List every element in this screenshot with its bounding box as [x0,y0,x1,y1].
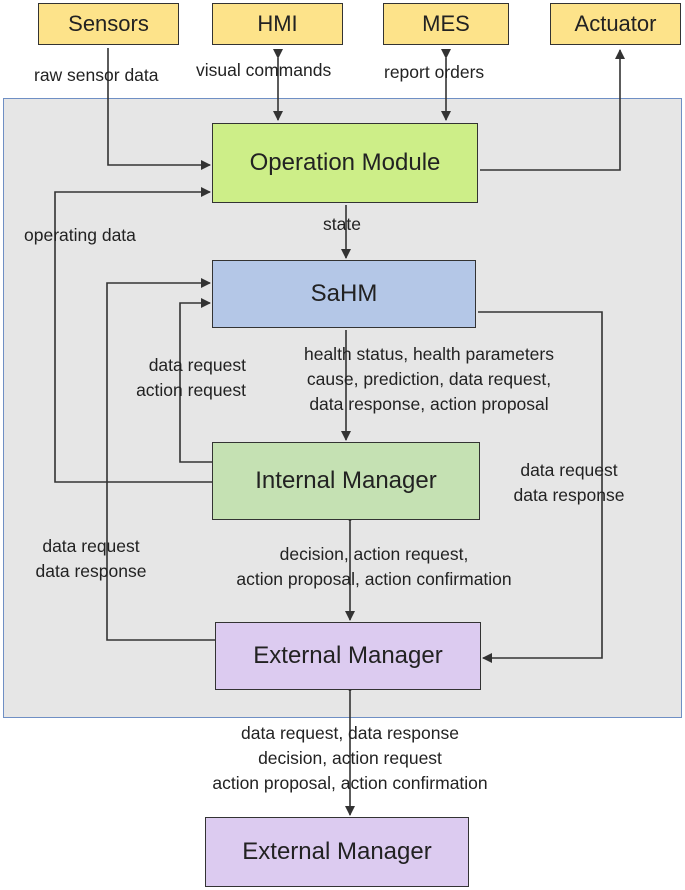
label-line: action proposal, action confirmation [236,569,512,589]
label-line: data request, data response [241,723,459,743]
edge-em-to-sahm-left [106,278,215,641]
label-line: data response [35,561,147,581]
external-manager-module: External Manager [215,622,481,690]
label-line: data response [513,485,625,505]
label-sahm-to-im: health status, health parameters cause, … [276,342,582,417]
label-report-orders: report orders [384,62,485,82]
label-line: data request [520,460,618,480]
label-em-sahm-left: data request data response [22,534,160,584]
remote-external-manager-module: External Manager [205,817,469,887]
sahm-module: SaHM [212,260,476,328]
label-line: decision, action request, [279,544,469,564]
edge-im-to-sahm [179,298,212,463]
internal-manager-module: Internal Manager [212,442,480,520]
actuator-node: Actuator [550,3,681,45]
label-im-to-sahm: data request action request [110,353,246,403]
label-line: decision, action request [258,748,442,768]
label-line: data response, action proposal [309,394,549,414]
edge-sahm-to-em-right [478,311,603,663]
label-raw-sensor-data: raw sensor data [34,65,159,85]
label-line: data request [42,536,140,556]
edge-operation-to-actuator [480,49,625,171]
label-line: action request [136,380,246,400]
edge-sensors-to-operation [107,48,211,170]
label-line: cause, prediction, data request, [306,369,552,389]
sensors-node: Sensors [38,3,179,45]
label-visual-commands: visual commands [196,60,332,80]
label-sahm-em: data request data response [500,458,638,508]
operation-module: Operation Module [212,123,478,203]
label-state: state [323,214,361,234]
label-operating-data: operating data [24,225,136,245]
label-line: data request [148,355,246,375]
label-line: action proposal, action confirmation [212,773,488,793]
label-im-em: decision, action request, action proposa… [203,542,545,592]
edge-im-to-operation [54,187,212,483]
label-line: health status, health parameters [303,344,554,364]
label-em-external: data request, data response decision, ac… [175,721,525,796]
hmi-node: HMI [212,3,343,45]
mes-node: MES [383,3,509,45]
